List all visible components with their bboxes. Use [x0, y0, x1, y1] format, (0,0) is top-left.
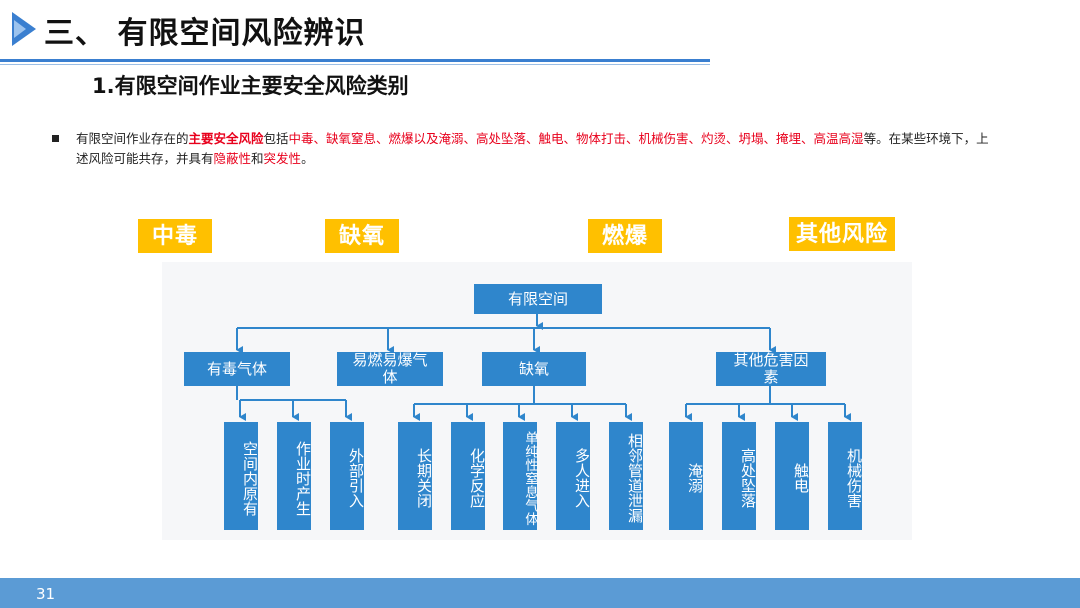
- slide-title: 三、 有限空间风险辨识: [44, 16, 366, 51]
- footer-bar: [0, 578, 1080, 608]
- intro-red-1: 主要安全风险: [188, 131, 264, 146]
- intro-text-5: 。: [301, 151, 314, 166]
- root-node: 有限空间: [474, 284, 602, 314]
- category-label-other: 其他风险: [789, 217, 895, 251]
- intro-text-4: 和: [251, 151, 264, 166]
- leaf-node: 相邻管道泄漏: [609, 422, 644, 530]
- leaf-node: 触电: [775, 422, 810, 530]
- leaf-node: 长期关闭: [398, 422, 433, 530]
- leaf-node: 外部引入: [330, 422, 365, 530]
- leaf-node: 高处坠落: [722, 422, 757, 530]
- title-underline: [0, 59, 710, 62]
- leaf-node: 作业时产生: [277, 422, 312, 530]
- section-subtitle: 1.有限空间作业主要安全风险类别: [92, 74, 409, 98]
- intro-text-2: 包括: [263, 131, 289, 146]
- category-label-oxygen: 缺氧: [325, 219, 399, 253]
- intro-text-3: 等。在某些环境下，上述风险可能共存，并具有: [76, 131, 989, 166]
- diagram-connectors: [236, 314, 851, 421]
- leaf-node: 空间内原有: [224, 422, 259, 530]
- intro-paragraph: 有限空间作业存在的主要安全风险包括中毒、缺氧窒息、燃爆以及淹溺、高处坠落、触电、…: [76, 129, 996, 169]
- leaf-node: 机械伤害: [828, 422, 863, 530]
- intro-red-2: 中毒、缺氧窒息、燃爆以及淹溺、高处坠落、触电、物体打击、机械伤害、灼烫、坍塌、掩…: [288, 131, 864, 146]
- bullet-square-icon: [52, 135, 59, 142]
- l1-node-toxic-gas: 有毒气体: [184, 352, 290, 386]
- triangle-highlight: [14, 20, 26, 38]
- category-label-explosion: 燃爆: [588, 219, 662, 253]
- intro-red-4: 突发性: [263, 151, 302, 166]
- l1-node-oxygen-deficiency: 缺氧: [482, 352, 586, 386]
- l1-node-flammable-gas: 易燃易爆气体: [337, 352, 443, 386]
- intro-text-1: 有限空间作业存在的: [76, 131, 189, 146]
- leaf-node: 化学反应: [451, 422, 486, 530]
- l1-node-other-hazards: 其他危害因素: [716, 352, 826, 386]
- title-underline-thin: [0, 64, 710, 65]
- intro-red-3: 隐蔽性: [213, 151, 252, 166]
- leaf-node: 单纯性窒息气体: [503, 422, 538, 530]
- category-label-poison: 中毒: [138, 219, 212, 253]
- leaf-node: 多人进入: [556, 422, 591, 530]
- slide-header: 三、 有限空间风险辨识: [0, 0, 1080, 70]
- leaf-node: 淹溺: [669, 422, 704, 530]
- page-number: 31: [36, 585, 56, 603]
